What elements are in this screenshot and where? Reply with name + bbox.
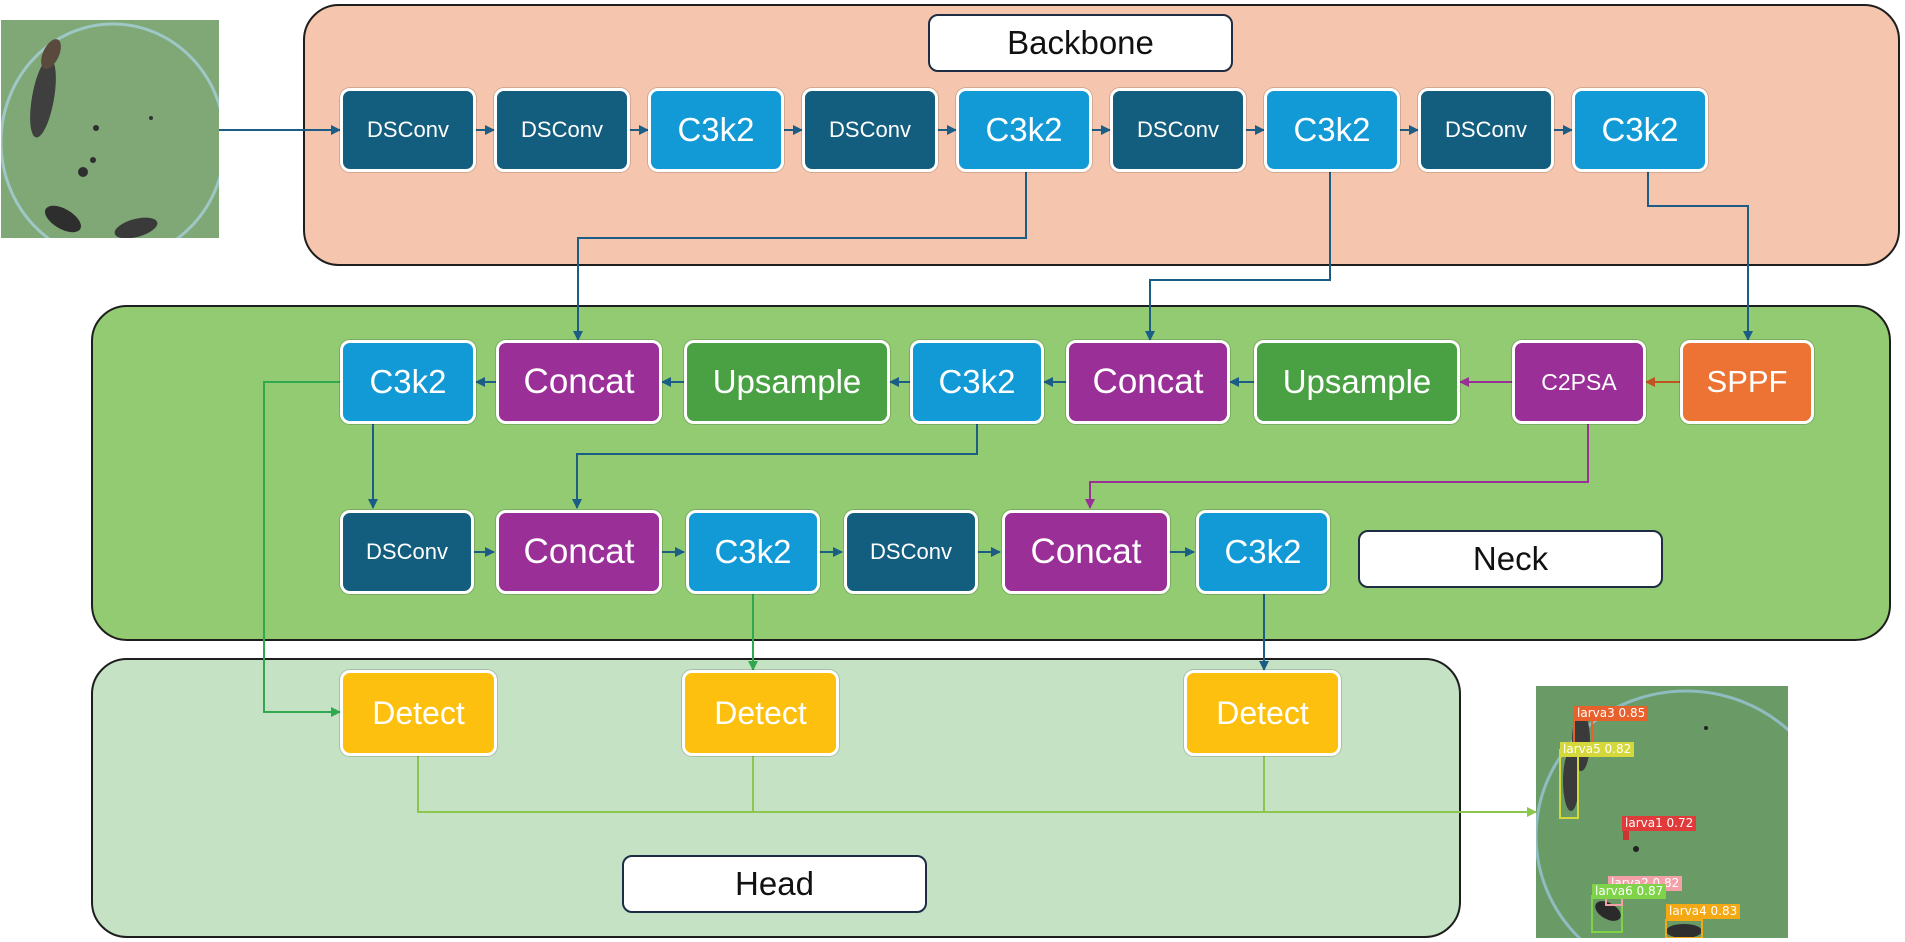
backbone-c3k2-1: C3k2: [648, 88, 784, 172]
head-title: Head: [622, 855, 927, 913]
neck-concat-top-left: Concat: [496, 340, 662, 424]
neck-c3k2-bottom-left: C3k2: [686, 510, 820, 594]
backbone-dsconv-2: DSConv: [494, 88, 630, 172]
backbone-dsconv-1: DSConv: [340, 88, 476, 172]
head-detect-1: Detect: [340, 670, 497, 756]
detection-class: larva5: [1563, 742, 1601, 756]
detection-class: larva1: [1625, 816, 1663, 830]
detection-class: larva6: [1595, 884, 1633, 898]
neck-dsconv-left: DSConv: [340, 510, 474, 594]
detection-label-larva1: larva1 0.72: [1622, 816, 1697, 831]
detection-label-larva4: larva4 0.83: [1666, 904, 1741, 919]
neck-sppf: SPPF: [1680, 340, 1814, 424]
detection-score: 0.82: [1604, 742, 1632, 756]
neck-concat-top-right: Concat: [1066, 340, 1230, 424]
detection-score: 0.83: [1710, 904, 1738, 918]
neck-title: Neck: [1358, 530, 1663, 588]
neck-upsample-right: Upsample: [1254, 340, 1460, 424]
neck-concat-bottom-left: Concat: [496, 510, 662, 594]
arrow-c3k2-to-sppf: [1647, 172, 1753, 341]
backbone-dsconv-5: DSConv: [1418, 88, 1554, 172]
neck-upsample-left: Upsample: [684, 340, 890, 424]
backbone-c3k2-2: C3k2: [956, 88, 1092, 172]
backbone-dsconv-4: DSConv: [1110, 88, 1246, 172]
neck-c3k2-bottom-right: C3k2: [1196, 510, 1330, 594]
backbone-title: Backbone: [928, 14, 1233, 72]
head-detect-2: Detect: [682, 670, 839, 756]
neck-concat-bottom-right: Concat: [1002, 510, 1170, 594]
arrow-c3k2-to-detect-1: [263, 381, 341, 717]
detection-score: 0.85: [1618, 706, 1646, 720]
arrow-c3k2-to-concat-row2: [572, 424, 978, 509]
neck-dsconv-right: DSConv: [844, 510, 978, 594]
detection-score: 0.87: [1636, 884, 1664, 898]
neck-c3k2-top-mid: C3k2: [910, 340, 1044, 424]
backbone-dsconv-3: DSConv: [802, 88, 938, 172]
arrow-c3k2-to-concat-left: [573, 172, 1027, 341]
neck-c3k2-top-left: C3k2: [340, 340, 476, 424]
detection-class: larva3: [1577, 706, 1615, 720]
arrow-detect-to-output: [417, 756, 1537, 817]
backbone-c3k2-4: C3k2: [1572, 88, 1708, 172]
detection-label-larva5: larva5 0.82: [1560, 742, 1635, 757]
detection-score: 0.72: [1666, 816, 1694, 830]
detection-label-larva6: larva6 0.87: [1592, 884, 1667, 899]
arrow-c3k2-to-concat-right: [1145, 172, 1331, 341]
detection-label-larva3: larva3 0.85: [1574, 706, 1649, 721]
neck-c2psa: C2PSA: [1512, 340, 1646, 424]
arrow-c2psa-to-concat-row2: [1085, 424, 1589, 509]
input-image: [1, 20, 219, 238]
backbone-c3k2-3: C3k2: [1264, 88, 1400, 172]
head-detect-3: Detect: [1184, 670, 1341, 756]
detection-class: larva4: [1669, 904, 1707, 918]
